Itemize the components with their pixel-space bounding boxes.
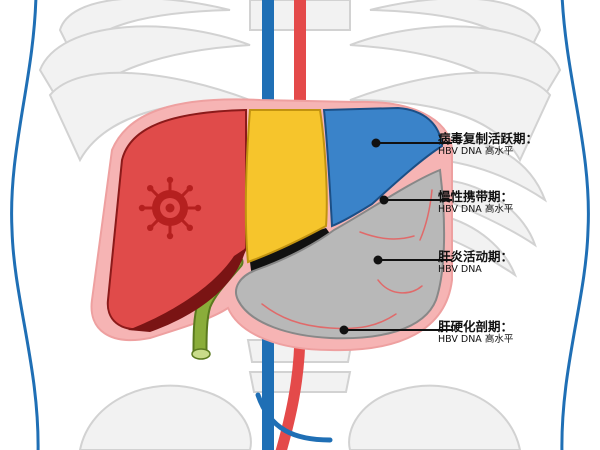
liver-lobe-shadow (128, 248, 246, 332)
leader-dot-3 (373, 255, 383, 265)
stage-detail: HBV DNA 高水平 (438, 146, 514, 157)
leader-lines (339, 138, 452, 335)
stage-detail: HBV DNA (438, 264, 482, 275)
stage-title: 肝炎活动期： (438, 249, 514, 264)
stage-detail: HBV DNA 高水平 (438, 204, 514, 215)
stage-detail: HBV DNA 高水平 (438, 334, 514, 345)
leader-dot-2 (379, 195, 389, 205)
leader-dot-1 (371, 138, 381, 148)
liver-lobe-cirrhosis (235, 168, 446, 340)
liver-lobe-chronic-carrier (244, 109, 328, 264)
stage-label-hepatitis-active: 肝炎活动期： HBV DNA (438, 249, 598, 276)
stage-title: 病毒复制活跃期： (438, 131, 539, 146)
stage-title: 慢性携带期： (438, 189, 514, 204)
stage-label-cirrhosis: 肝硬化剖期： HBV DNA 高水平 (438, 319, 598, 346)
body-silhouette (10, 0, 590, 450)
stage-label-chronic-carrier: 慢性携带期： HBV DNA 高水平 (438, 189, 598, 216)
stage-label-active-replication: 病毒复制活跃期： HBV DNA 高水平 (438, 131, 598, 158)
leader-dot-4 (339, 325, 349, 335)
cirrhosis-vessels (261, 189, 433, 330)
stage-title: 肝硬化剖期： (438, 319, 514, 334)
virus-icon (138, 176, 202, 240)
liver-lobe-active-replication (322, 106, 444, 228)
